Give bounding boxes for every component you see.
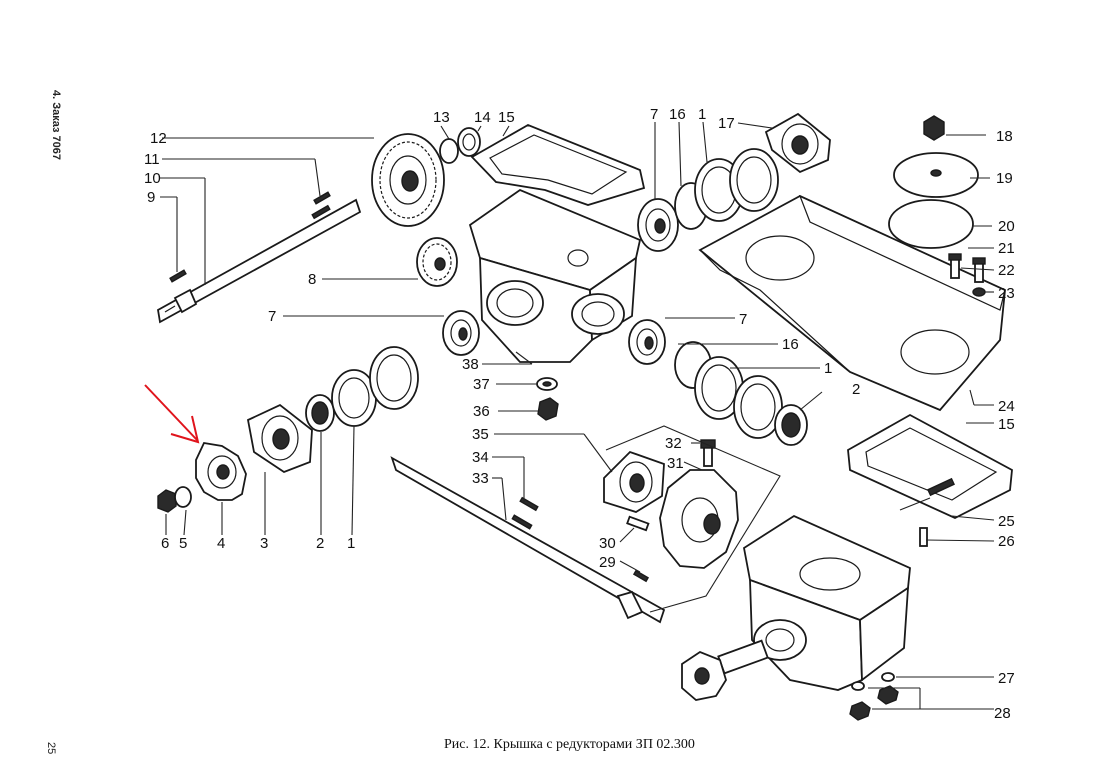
nut-36	[537, 397, 559, 421]
label-35: 35	[472, 426, 489, 443]
label-27: 27	[998, 670, 1015, 687]
label-36: 36	[473, 403, 490, 420]
label-22: 22	[998, 262, 1015, 279]
sprocket-31	[659, 469, 739, 569]
red-arrow-icon	[144, 384, 200, 444]
section-bracket	[605, 425, 781, 613]
lower-shaft	[390, 456, 666, 624]
knob-18	[923, 115, 945, 141]
label-18: 18	[996, 128, 1013, 145]
label-2-right: 2	[852, 381, 860, 398]
label-14: 14	[474, 109, 491, 126]
disk-19	[893, 152, 979, 198]
leader-lines	[160, 121, 995, 710]
ring-14-inner	[462, 133, 476, 151]
label-1-left: 1	[347, 535, 355, 552]
label-26: 26	[998, 533, 1015, 550]
label-28: 28	[994, 705, 1011, 722]
sprocket-4	[195, 442, 247, 501]
label-17: 17	[718, 115, 735, 132]
flange-cover-17	[764, 112, 831, 174]
plate-25	[899, 497, 931, 511]
label-34: 34	[472, 449, 489, 466]
bolt-26	[919, 527, 928, 547]
label-30: 30	[599, 535, 616, 552]
label-37: 37	[473, 376, 490, 393]
label-7-top: 7	[650, 106, 658, 123]
nut-6	[157, 489, 177, 513]
small-gear	[416, 237, 458, 287]
bolts-22	[948, 253, 986, 283]
gearbox-housing	[468, 188, 642, 363]
bevel-gear-large	[371, 133, 445, 227]
label-24: 24	[998, 398, 1015, 415]
label-38: 38	[462, 356, 479, 373]
label-15-right: 15	[998, 416, 1015, 433]
ring-13	[439, 138, 459, 164]
label-1-right: 1	[824, 360, 832, 377]
label-23: 23	[998, 285, 1015, 302]
bearing-cover-35	[603, 450, 665, 513]
label-16-top: 16	[669, 106, 686, 123]
label-33: 33	[472, 470, 489, 487]
label-10: 10	[144, 170, 161, 187]
label-7-left: 7	[268, 308, 276, 325]
label-32: 32	[665, 435, 682, 452]
nuts-27-28	[849, 672, 899, 721]
label-20: 20	[998, 218, 1015, 235]
label-16-right: 16	[782, 336, 799, 353]
bearing-right	[628, 319, 666, 365]
upper-shaft	[157, 191, 362, 324]
label-3: 3	[260, 535, 268, 552]
page-number: 25	[45, 742, 57, 755]
label-5: 5	[179, 535, 187, 552]
label-13: 13	[433, 109, 450, 126]
label-15-top: 15	[498, 109, 515, 126]
order-note: 4. Заказ 7067	[50, 90, 62, 160]
label-25: 25	[998, 513, 1015, 530]
ring-14	[457, 127, 481, 157]
disk-20	[888, 199, 974, 249]
label-29: 29	[599, 554, 616, 571]
label-2-left: 2	[316, 535, 324, 552]
gasket-top	[470, 124, 646, 206]
bearing-housing-3	[246, 403, 313, 474]
label-19: 19	[996, 170, 1013, 187]
washer-5	[174, 486, 192, 508]
assembled-gearbox	[681, 514, 911, 701]
label-11: 11	[144, 151, 160, 168]
seal-2-left	[305, 394, 335, 432]
trough-24	[698, 194, 1006, 412]
label-4: 4	[217, 535, 225, 552]
figure-caption: Рис. 12. Крышка с редукторами ЗП 02.300	[444, 737, 695, 752]
part-labels: 12 11 10 9 8 7 13 14 15 7 16 1 17 18 19 …	[144, 106, 1015, 722]
gasket-lower	[847, 413, 1013, 519]
bolt-30	[626, 515, 650, 532]
label-31: 31	[667, 455, 684, 472]
label-12: 12	[150, 130, 167, 147]
label-21: 21	[998, 240, 1015, 257]
bolt-32	[700, 439, 716, 467]
bearing-upper	[637, 198, 679, 252]
label-7-right: 7	[739, 311, 747, 328]
label-9: 9	[147, 189, 155, 206]
bearing-left	[442, 310, 480, 356]
label-6: 6	[161, 535, 169, 552]
label-8: 8	[308, 271, 316, 288]
washer-23	[972, 287, 986, 297]
label-1-top: 1	[698, 106, 706, 123]
